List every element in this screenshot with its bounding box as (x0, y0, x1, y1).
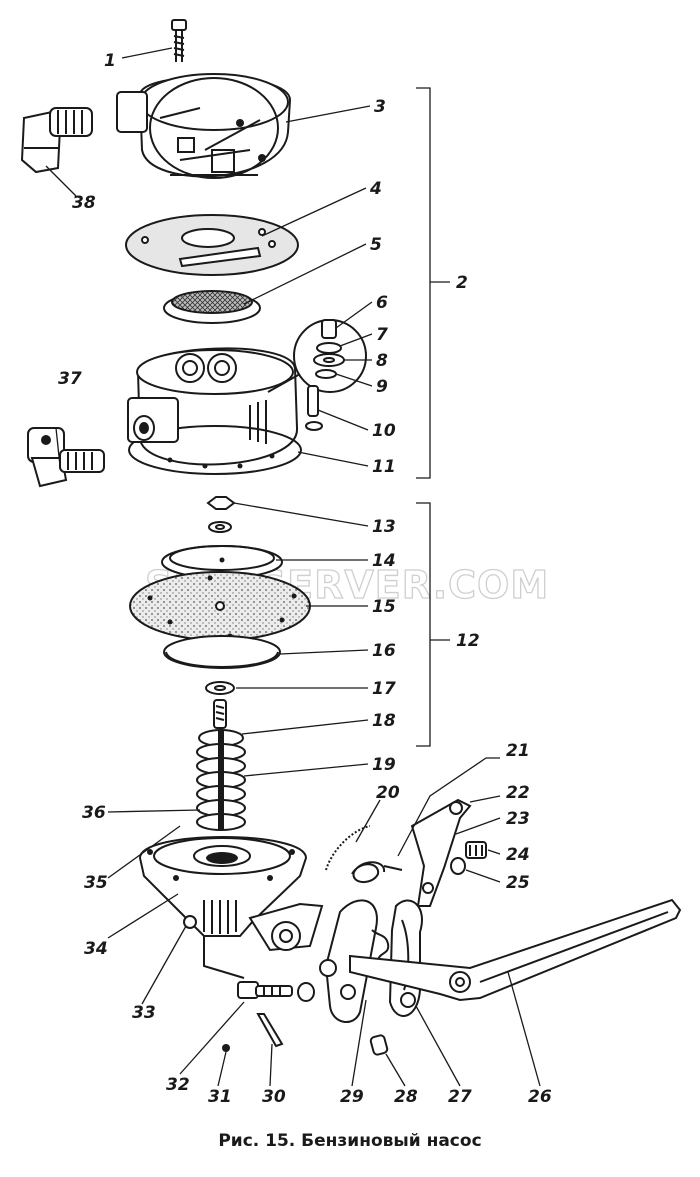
pin-28 (369, 1034, 389, 1056)
callout-20: 20 (376, 783, 400, 803)
pump-body-11 (127, 347, 302, 475)
rod-and-spring-18-19 (196, 699, 246, 831)
elbow-fitting-37 (27, 427, 105, 488)
callout-33: 33 (132, 1003, 156, 1023)
callout-29: 29 (340, 1087, 364, 1107)
callout-9: 9 (376, 377, 388, 397)
callout-35: 35 (84, 873, 108, 893)
leader-lines (45, 47, 541, 1087)
callout-28: 28 (394, 1087, 418, 1107)
callout-8: 8 (376, 351, 388, 371)
elbow-fitting-38 (20, 107, 93, 174)
callout-25: 25 (506, 873, 530, 893)
valve-parts-6-9 (313, 319, 345, 379)
callout-4: 4 (369, 179, 382, 199)
callout-13: 13 (372, 517, 396, 537)
callout-12: 12 (456, 631, 480, 651)
callout-labels: 1 2 3 4 5 6 7 8 9 10 11 12 13 14 15 16 1… (58, 51, 552, 1107)
callout-22: 22 (506, 783, 530, 803)
callout-27: 27 (448, 1087, 472, 1107)
callout-21: 21 (506, 741, 530, 761)
callout-1: 1 (104, 51, 116, 71)
cup-14 (161, 545, 283, 579)
callout-6: 6 (376, 293, 388, 313)
callout-10: 10 (372, 421, 396, 441)
callout-14: 14 (372, 551, 396, 571)
callout-32: 32 (166, 1075, 190, 1095)
callout-26: 26 (528, 1087, 552, 1107)
pin-10 (305, 385, 323, 431)
screw-1 (171, 19, 187, 62)
filter-screen-5 (163, 290, 261, 324)
callout-23: 23 (506, 809, 530, 829)
callout-7: 7 (376, 325, 388, 345)
callout-37: 37 (58, 369, 82, 389)
washer-17 (205, 681, 235, 695)
callout-19: 19 (372, 755, 396, 775)
callout-18: 18 (372, 711, 396, 731)
callout-30: 30 (262, 1087, 286, 1107)
callout-31: 31 (208, 1087, 232, 1107)
screw-24-washer-25 (450, 841, 487, 875)
callout-2: 2 (456, 273, 468, 293)
callout-15: 15 (372, 597, 396, 617)
callout-5: 5 (370, 235, 382, 255)
bracket-23 (410, 798, 472, 907)
callout-3: 3 (374, 97, 386, 117)
gasket-4 (125, 214, 299, 276)
nut-13 (206, 496, 236, 533)
figure-caption: Рис. 15. Бензиновый насос (218, 1131, 481, 1151)
diaphragm-15 (129, 571, 311, 641)
pump-base-34 (138, 836, 324, 979)
lever-27 (388, 899, 423, 1017)
pump-cover-3 (116, 73, 292, 179)
callout-34: 34 (84, 939, 108, 959)
callout-16: 16 (372, 641, 396, 661)
callout-38: 38 (72, 193, 96, 213)
callout-17: 17 (372, 679, 396, 699)
arm-26 (349, 898, 682, 1002)
pin-30-ball-31-screw-32 (222, 981, 315, 1052)
spring-20 (325, 825, 403, 883)
callout-24: 24 (506, 845, 530, 865)
callout-11: 11 (372, 457, 396, 477)
callout-36: 36 (82, 803, 106, 823)
cup-16 (163, 635, 281, 669)
